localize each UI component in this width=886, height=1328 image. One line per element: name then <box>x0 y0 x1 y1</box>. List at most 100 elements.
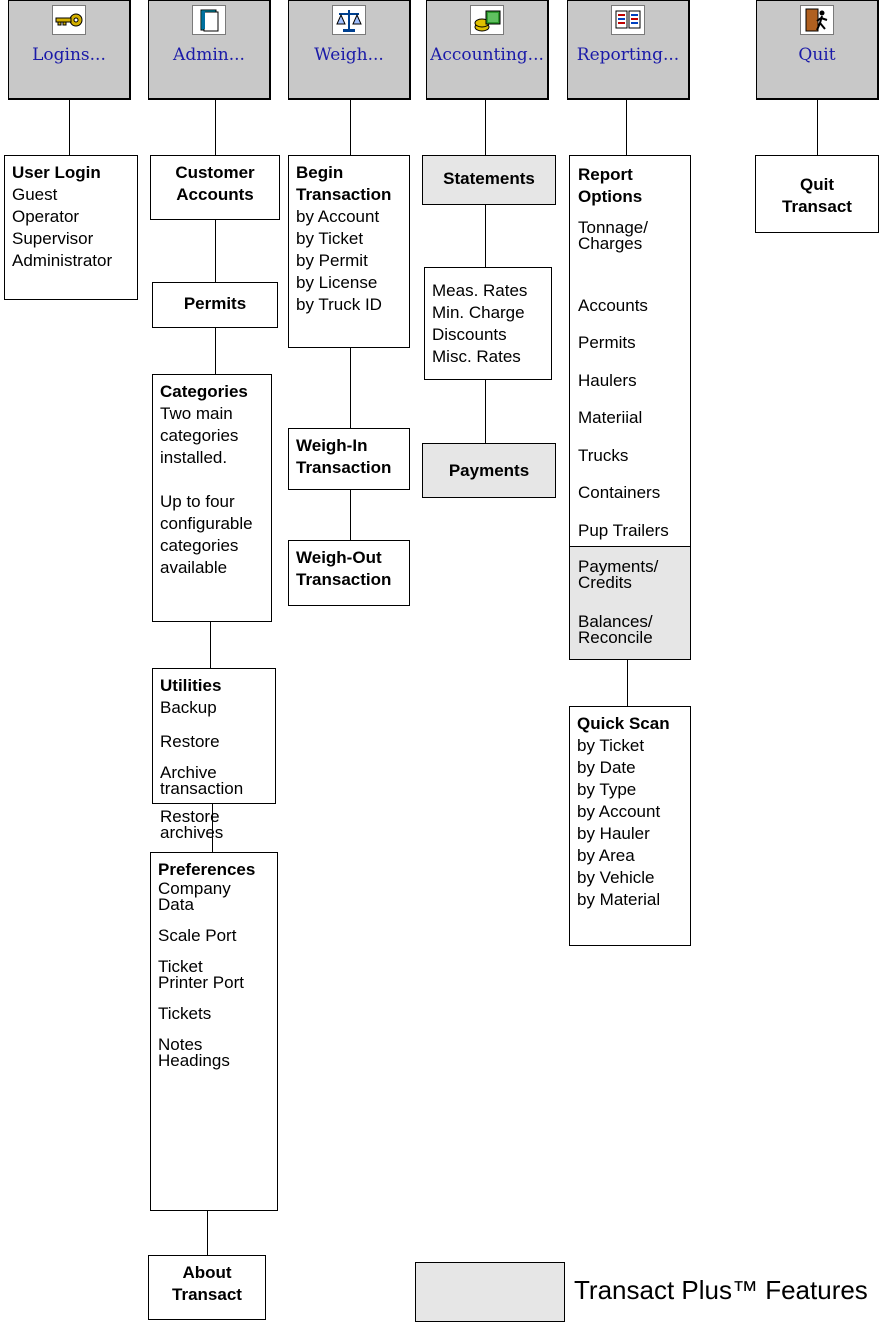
connector-line <box>69 100 70 155</box>
connector-line <box>817 100 818 155</box>
report-balances-reconcile[interactable]: Balances/ Reconcile <box>578 613 686 647</box>
utility-archive-line2: transaction <box>160 779 244 798</box>
categories-box: Categories Two main categories installed… <box>152 374 272 622</box>
categories-text: categories <box>160 426 239 445</box>
begin-transaction-box: Begin Transaction by Account by Ticket b… <box>288 155 410 348</box>
utility-restore-archives-line1: Restore <box>160 807 220 826</box>
pref-ticket-line2: Printer Port <box>158 973 244 992</box>
preferences-box: Preferences Company Data Scale Port Tick… <box>150 852 278 1211</box>
scan-by-date[interactable]: by Date <box>577 758 636 777</box>
connector-line <box>215 220 216 282</box>
begin-by-ticket[interactable]: by Ticket <box>296 229 364 248</box>
weigh-in-line2: Transaction <box>296 458 392 477</box>
connector-line <box>350 490 351 540</box>
legend-swatch <box>415 1262 565 1322</box>
key-icon <box>52 5 86 35</box>
utility-backup-label: Backup <box>160 698 217 717</box>
about-line1: About <box>182 1263 232 1282</box>
exit-door-icon <box>800 5 834 35</box>
report-trucks[interactable]: Trucks <box>578 447 686 464</box>
utility-archive-transaction[interactable]: Archive transaction <box>160 764 275 798</box>
statements-box[interactable]: Statements <box>422 155 556 205</box>
quick-scan-box: Quick Scan by Ticket by Date by Type by … <box>569 706 691 946</box>
weigh-out-box[interactable]: Weigh-Out Transaction <box>288 540 410 606</box>
weigh-out-line2: Transaction <box>296 570 392 589</box>
pref-scale-port[interactable]: Scale Port <box>158 925 277 947</box>
begin-by-permit[interactable]: by Permit <box>296 251 368 270</box>
report-permits[interactable]: Permits <box>578 334 686 351</box>
pref-tickets[interactable]: Tickets <box>158 1003 277 1025</box>
report-tonnage-line1: Tonnage/ <box>578 218 648 237</box>
login-operator[interactable]: Operator <box>12 207 80 226</box>
utility-restore-label: Restore <box>160 732 220 751</box>
connector-line <box>207 1211 208 1255</box>
utility-backup[interactable]: Backup <box>160 697 275 719</box>
login-guest[interactable]: Guest <box>12 185 58 204</box>
report-accounts[interactable]: Accounts <box>578 297 686 314</box>
connector-line <box>485 380 486 443</box>
admin-button[interactable]: Admin... <box>148 0 271 100</box>
begin-by-account[interactable]: by Account <box>296 207 380 226</box>
categories-text: Two main <box>160 404 233 423</box>
rate-discounts[interactable]: Discounts <box>432 325 507 344</box>
pref-notes-line1: Notes <box>158 1035 203 1054</box>
scan-by-vehicle[interactable]: by Vehicle <box>577 868 655 887</box>
login-administrator[interactable]: Administrator <box>12 251 113 270</box>
report-payments-line1: Payments/ <box>578 557 659 576</box>
rate-misc-rates[interactable]: Misc. Rates <box>432 347 521 366</box>
begin-by-truck-id[interactable]: by Truck ID <box>296 295 382 314</box>
rates-box: Meas. Rates Min. Charge Discounts Misc. … <box>424 267 552 380</box>
connector-line <box>212 804 213 852</box>
customer-accounts-box[interactable]: Customer Accounts <box>150 155 280 220</box>
utility-restore-archives[interactable]: Restore archives <box>160 807 275 841</box>
payments-box[interactable]: Payments <box>422 443 556 498</box>
quit-line2: Transact <box>782 197 852 216</box>
pref-ticket-printer-port[interactable]: Ticket Printer Port <box>158 958 277 992</box>
report-material[interactable]: Materiial <box>578 408 686 427</box>
weigh-button[interactable]: Weigh... <box>288 0 411 100</box>
connector-line <box>485 205 486 267</box>
scan-by-account[interactable]: by Account <box>577 802 661 821</box>
scan-by-ticket[interactable]: by Ticket <box>577 736 645 755</box>
report-material-label: Materiial <box>578 408 643 427</box>
reporting-label: Reporting... <box>576 45 680 65</box>
rate-min-charge[interactable]: Min. Charge <box>432 303 525 322</box>
report-haulers[interactable]: Haulers <box>578 372 686 389</box>
quit-transact-box[interactable]: Quit Transact <box>755 155 879 233</box>
permits-box[interactable]: Permits <box>152 282 278 328</box>
report-title-line1: Report <box>578 165 633 184</box>
about-transact-box[interactable]: About Transact <box>148 1255 266 1320</box>
scan-by-area[interactable]: by Area <box>577 846 635 865</box>
accounting-button[interactable]: Accounting... <box>426 0 549 100</box>
scan-by-hauler[interactable]: by Hauler <box>577 824 650 843</box>
pref-notes-headings[interactable]: Notes Headings <box>158 1035 277 1069</box>
utility-restore[interactable]: Restore <box>160 731 275 753</box>
begin-by-license[interactable]: by License <box>296 273 378 292</box>
categories-title: Categories <box>160 382 248 401</box>
scan-by-material[interactable]: by Material <box>577 890 661 909</box>
report-balances-line2: Reconcile <box>578 628 653 647</box>
report-pup-trailers[interactable]: Pup Trailers <box>578 522 686 539</box>
quit-button[interactable]: Quit <box>756 0 879 100</box>
statements-label: Statements <box>443 169 535 188</box>
report-options-box: Report Options Tonnage/ Charges Accounts… <box>569 155 691 660</box>
report-tonnage-charges[interactable]: Tonnage/ Charges <box>578 218 686 252</box>
report-title-line2: Options <box>578 187 643 206</box>
categories-text: available <box>160 558 228 577</box>
connector-line <box>626 100 627 155</box>
utilities-title: Utilities <box>160 676 222 695</box>
rate-meas-rates[interactable]: Meas. Rates <box>432 281 528 300</box>
admin-label: Admin... <box>173 45 245 65</box>
reporting-button[interactable]: Reporting... <box>567 0 690 100</box>
utilities-box: Utilities Backup Restore Archive transac… <box>152 668 276 841</box>
report-payments-credits[interactable]: Payments/ Credits <box>578 557 686 591</box>
connector-line <box>215 100 216 155</box>
weigh-in-box[interactable]: Weigh-In Transaction <box>288 428 410 490</box>
report-containers[interactable]: Containers <box>578 484 686 501</box>
pref-company-data[interactable]: Company Data <box>158 880 277 913</box>
scan-by-type[interactable]: by Type <box>577 780 637 799</box>
logins-button[interactable]: Logins... <box>8 0 131 100</box>
connector-line <box>350 348 351 428</box>
login-supervisor[interactable]: Supervisor <box>12 229 94 248</box>
quick-scan-title: Quick Scan <box>577 714 670 733</box>
